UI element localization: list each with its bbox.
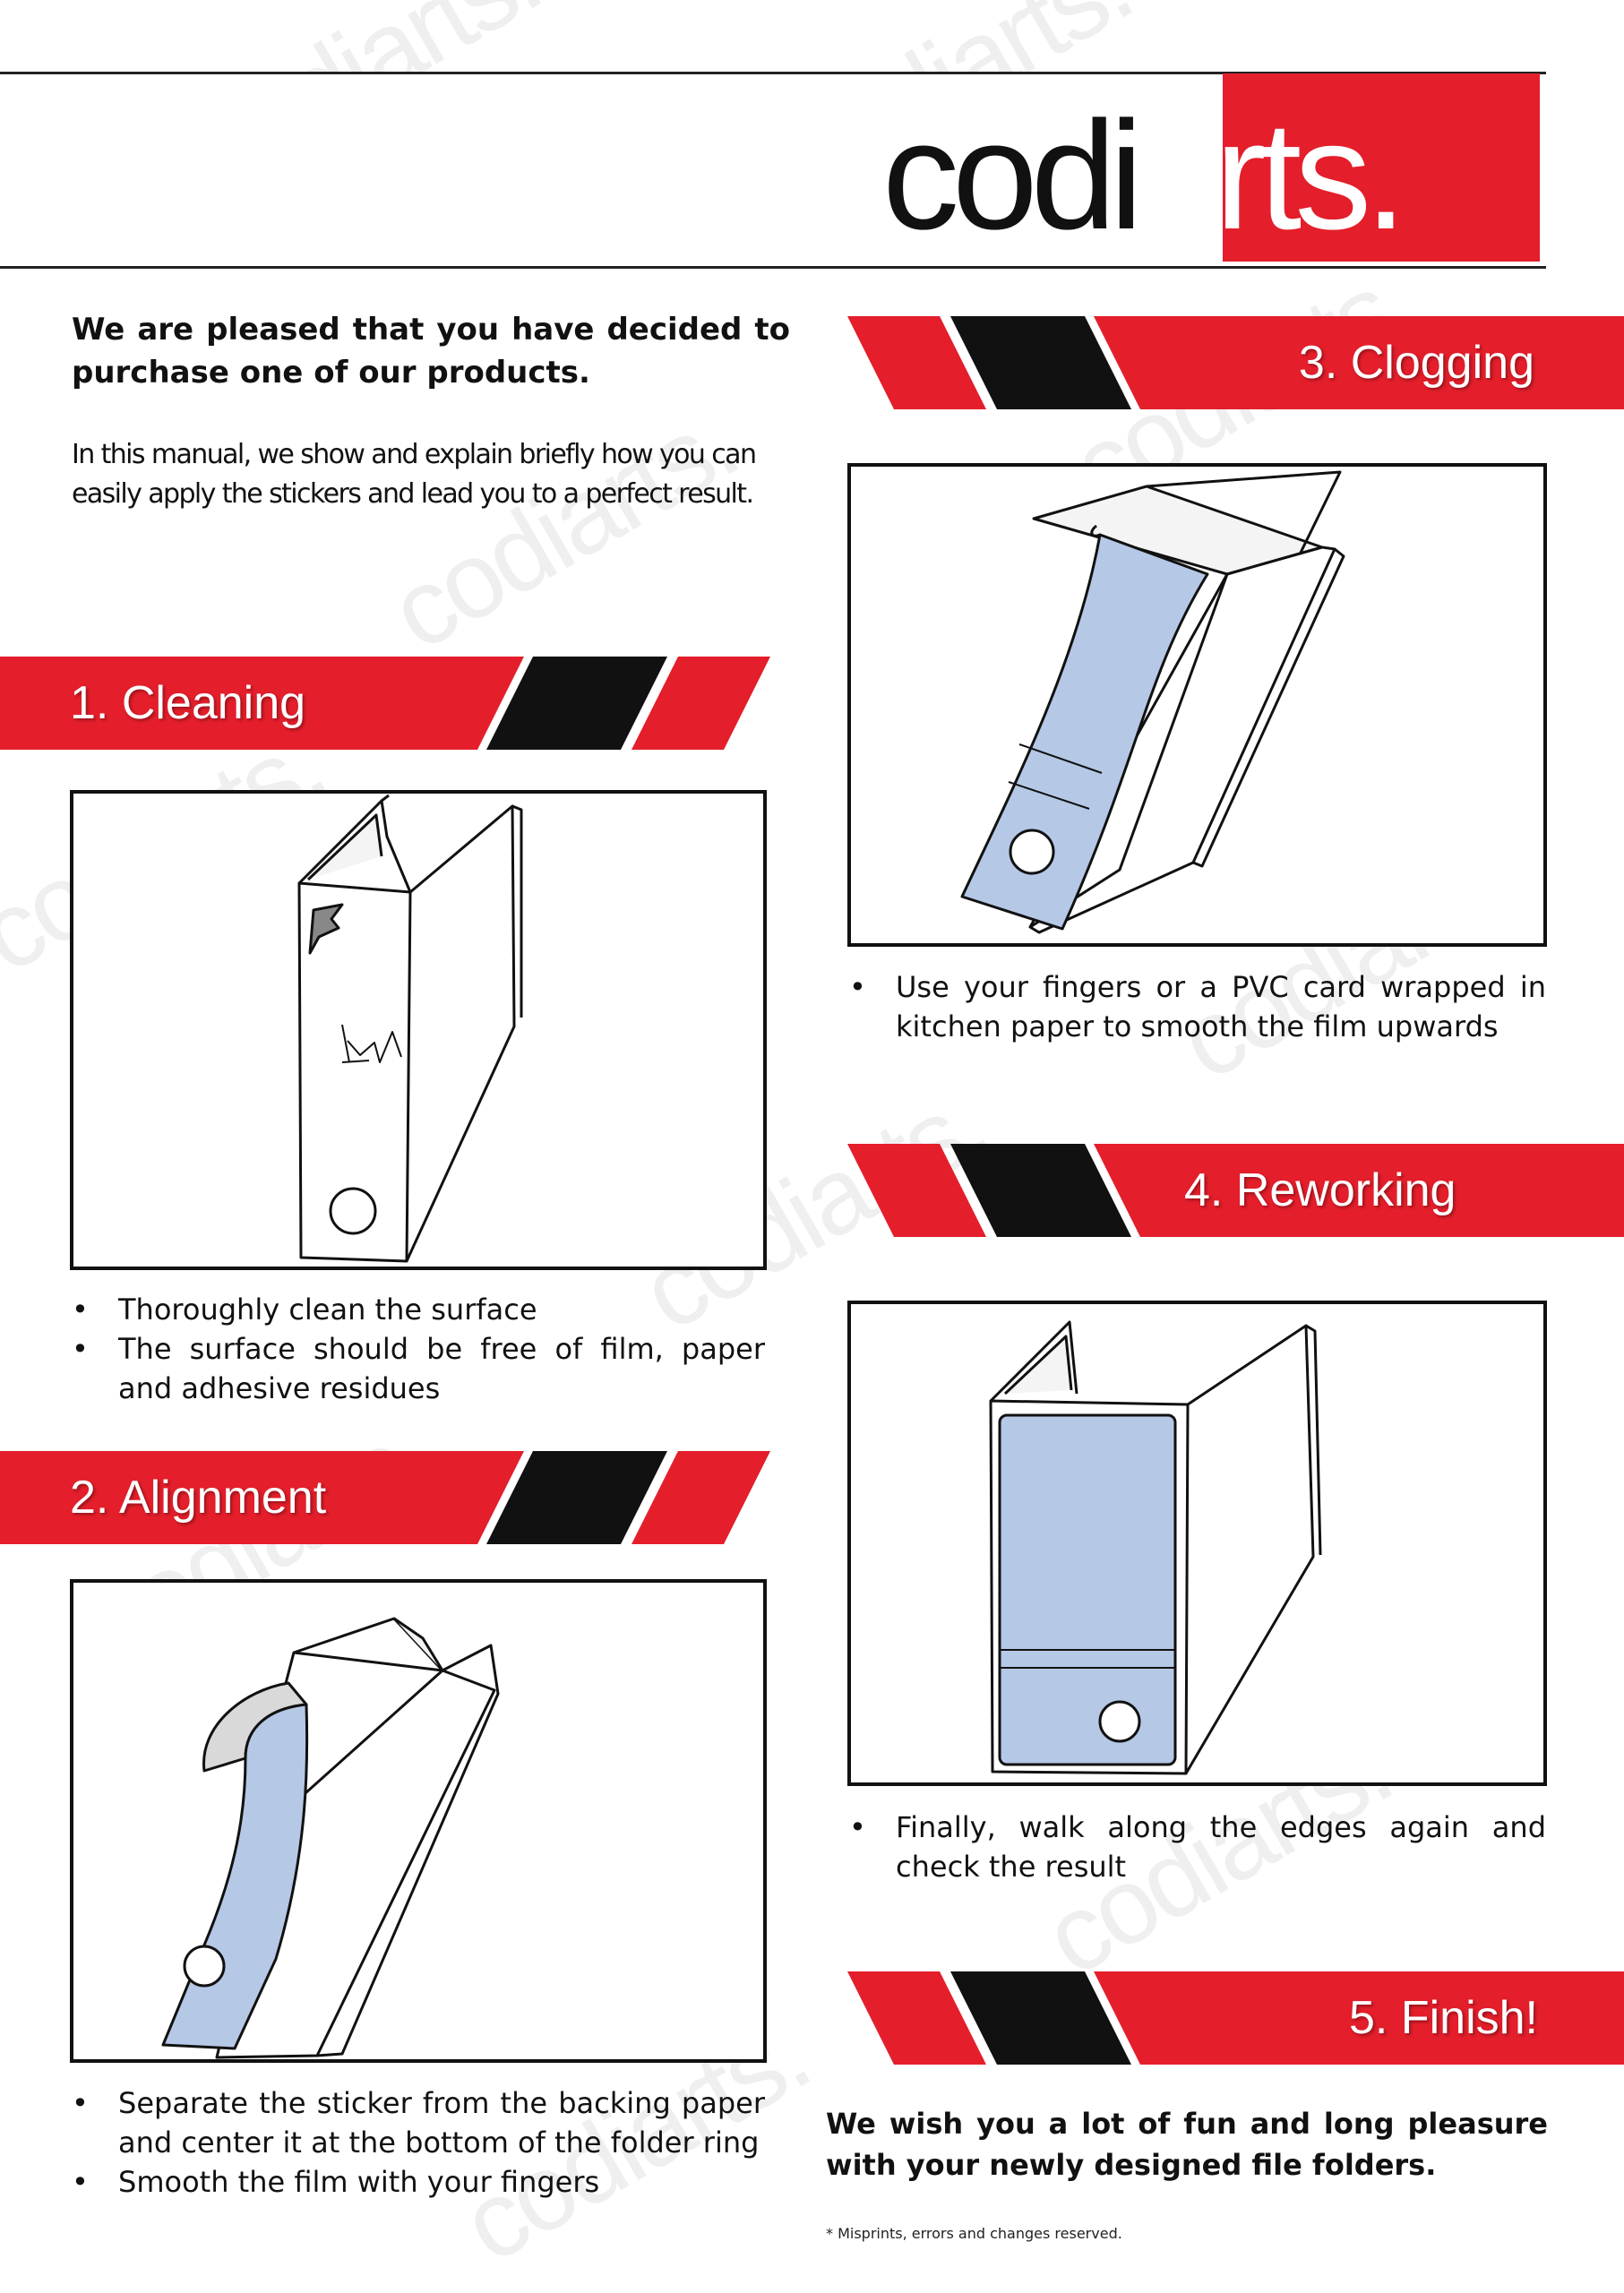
watermark: codiarts. xyxy=(371,382,756,674)
illustration-reworking xyxy=(847,1301,1547,1786)
footnote: * Misprints, errors and changes reserved… xyxy=(826,2225,1122,2242)
logo-light-part: arts. xyxy=(1136,90,1408,262)
bullet-item: Thoroughly clean the surface xyxy=(70,1290,765,1329)
section-banner-reworking: 4. Reworking xyxy=(847,1144,1624,1237)
logo-red-block xyxy=(1223,73,1540,262)
bullet-item: Smooth the film with your fingers xyxy=(70,2162,765,2202)
section-title: 4. Reworking xyxy=(1184,1164,1456,1216)
section-banner-finish: 5. Finish! xyxy=(847,1971,1624,2065)
bullet-item: Finally, walk along the edges again and … xyxy=(847,1808,1546,1886)
bullet-list-alignment: Separate the sticker from the backing pa… xyxy=(70,2083,765,2202)
bullet-list-reworking: Finally, walk along the edges again and … xyxy=(847,1808,1546,1886)
closing-message: We wish you a lot of fun and long pleasu… xyxy=(826,2107,1548,2182)
section-banner-clogging: 3. Clogging xyxy=(847,316,1624,409)
bullet-list-clogging: Use your fingers or a PVC card wrapped i… xyxy=(847,967,1546,1046)
illustration-alignment xyxy=(70,1579,767,2063)
intro-heading: We are pleased that you have decided to … xyxy=(72,312,790,391)
section-title: 1. Cleaning xyxy=(70,677,306,729)
section-title: 5. Finish! xyxy=(1349,1992,1538,2044)
section-title: 2. Alignment xyxy=(70,1472,327,1524)
brand-logo: codiarts. xyxy=(882,73,1545,262)
logo-dark-part: codi xyxy=(882,90,1144,262)
intro-paragraph: In this manual, we show and explain brie… xyxy=(72,439,757,510)
bullet-item: Use your fingers or a PVC card wrapped i… xyxy=(847,967,1546,1046)
illustration-cleaning xyxy=(70,790,767,1270)
logo-wordmark: codiarts. xyxy=(882,99,1407,253)
bullet-item: The surface should be free of film, pape… xyxy=(70,1329,765,1408)
illustration-clogging xyxy=(847,463,1547,947)
section-title: 3. Clogging xyxy=(1298,337,1534,389)
bullet-item: Separate the sticker from the backing pa… xyxy=(70,2083,765,2162)
section-banner-cleaning: 1. Cleaning xyxy=(0,657,770,750)
bullet-list-cleaning: Thoroughly clean the surface The surface… xyxy=(70,1290,765,1408)
section-banner-alignment: 2. Alignment xyxy=(0,1451,770,1544)
